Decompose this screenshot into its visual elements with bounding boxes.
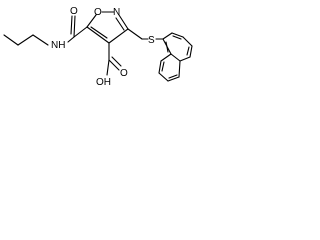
naph-bond bbox=[160, 53, 172, 62]
thioether-linker bbox=[127, 28, 164, 40]
bond-c4-c5-double bbox=[90, 26, 108, 39]
naph-bond bbox=[171, 32, 184, 38]
ring-oxygen-label: O bbox=[94, 7, 102, 18]
bond-c5-carbonyl bbox=[73, 26, 88, 38]
bond-c4-c5 bbox=[86, 26, 110, 44]
butyl-chain bbox=[3, 34, 49, 46]
ring-nitrogen-label: N bbox=[113, 7, 120, 18]
acid-hydroxyl-label: OH bbox=[96, 77, 111, 88]
molecule-diagram: O N S NH O OH O bbox=[3, 6, 193, 88]
bond-n2-c3 bbox=[118, 14, 129, 30]
naph-bond bbox=[179, 56, 191, 62]
amide-oxygen-label: O bbox=[70, 6, 78, 17]
naph-bond bbox=[170, 53, 181, 62]
acid-oxygen-label: O bbox=[120, 68, 128, 79]
sulfur-label: S bbox=[148, 35, 155, 46]
naph-bond bbox=[172, 35, 182, 40]
isoxazole-ring bbox=[86, 11, 129, 44]
amide-nh-label: NH bbox=[51, 40, 65, 51]
butyl-bond bbox=[17, 34, 34, 46]
naph-bond bbox=[165, 41, 169, 53]
butyl-bond bbox=[32, 34, 49, 46]
naph-bond bbox=[178, 60, 181, 78]
amide-group bbox=[67, 15, 88, 43]
bond-carbonyl-nh bbox=[67, 36, 75, 43]
naph-bond bbox=[158, 72, 169, 82]
bond-carbonyl-o bbox=[73, 15, 76, 38]
naph-bond bbox=[167, 76, 180, 82]
bond-carbonyl-o-double bbox=[70, 15, 73, 35]
bond-cooh-oh bbox=[106, 59, 110, 76]
bond-cooh-o-double bbox=[108, 59, 120, 71]
bond-n2-c3-double bbox=[115, 17, 125, 31]
carboxylic-acid-group bbox=[106, 42, 122, 76]
bond-c3-c4 bbox=[108, 28, 129, 44]
naph-bond bbox=[168, 74, 178, 79]
naph-bond bbox=[186, 46, 190, 56]
naph-bond bbox=[189, 45, 193, 58]
bond-cooh-o-double-2 bbox=[111, 56, 122, 67]
naph-bond bbox=[182, 36, 193, 47]
bond-c5-o1 bbox=[86, 14, 97, 28]
naphthalene-ring bbox=[158, 32, 193, 82]
naph-bond bbox=[161, 61, 165, 72]
butyl-bond bbox=[3, 34, 19, 46]
naph-bond bbox=[162, 32, 173, 40]
naph-bond bbox=[158, 60, 162, 74]
bond-c3-ch2 bbox=[127, 28, 143, 40]
